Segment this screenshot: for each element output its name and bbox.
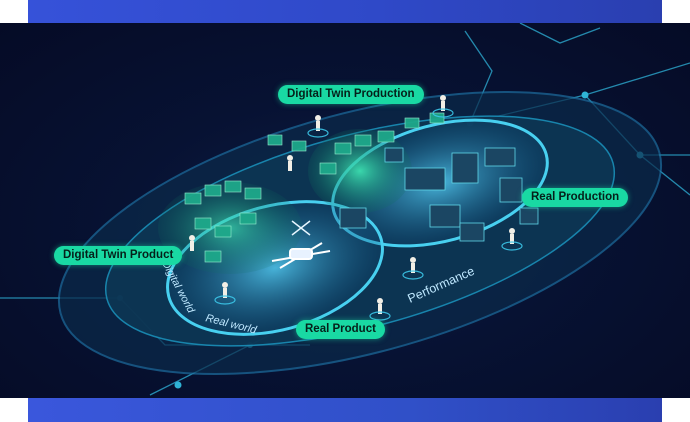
factory-equipment bbox=[339, 147, 539, 242]
digital-screens bbox=[184, 112, 445, 263]
people-markers bbox=[189, 95, 515, 314]
real-production-pill: Real Production bbox=[522, 188, 629, 207]
real-product-pill: Real Product bbox=[296, 320, 385, 339]
top-blue-band bbox=[28, 0, 662, 23]
drone-icon bbox=[271, 242, 331, 269]
digital-twin-illustration: Digital world Real world Performance Dig… bbox=[0, 23, 690, 398]
bottom-blue-band bbox=[28, 398, 662, 422]
marker-rings bbox=[214, 108, 523, 321]
digital-twin-product-pill: Digital Twin Product bbox=[54, 246, 183, 265]
digital-twin-production-pill: Digital Twin Production bbox=[278, 85, 424, 104]
illustration-svg: Digital world Real world Performance bbox=[0, 23, 690, 396]
drone-wireframe-icon bbox=[291, 220, 311, 236]
